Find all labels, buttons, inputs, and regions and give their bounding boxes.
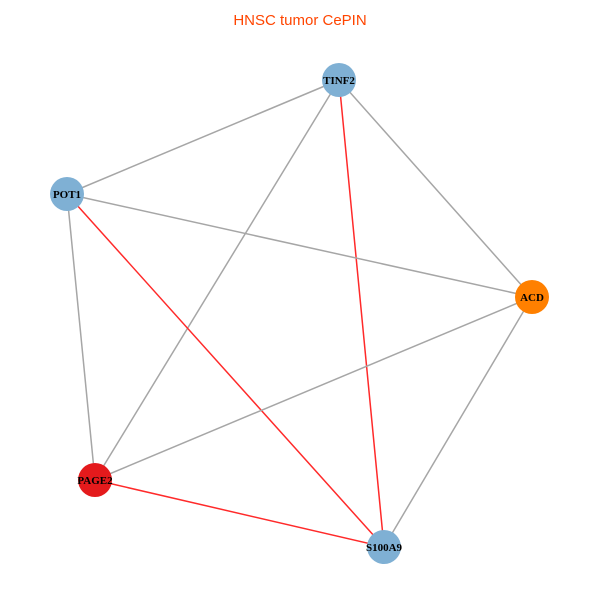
edge-pot1-s100a9 [66, 193, 385, 548]
node-label: ACD [520, 292, 544, 304]
node-circle [50, 177, 84, 211]
node-acd: ACD [515, 280, 549, 314]
node-circle [78, 463, 112, 497]
edge-pot1-page2 [66, 193, 96, 481]
edge-tinf2-pot1 [66, 79, 340, 195]
node-label: PAGE2 [77, 475, 113, 487]
node-circle [367, 530, 401, 564]
node-circle [515, 280, 549, 314]
edge-page2-s100a9 [94, 479, 385, 548]
edge-acd-s100a9 [383, 296, 533, 548]
edge-tinf2-acd [338, 79, 533, 298]
node-label: TINF2 [323, 75, 355, 87]
diagram-title: HNSC tumor CePIN [233, 12, 367, 29]
edge-acd-page2 [94, 296, 533, 481]
node-tinf2: TINF2 [322, 63, 356, 97]
node-label: S100A9 [366, 542, 403, 554]
node-s100a9: S100A9 [366, 530, 403, 564]
edge-tinf2-page2 [94, 79, 340, 481]
node-page2: PAGE2 [77, 463, 113, 497]
edge-tinf2-s100a9 [338, 79, 385, 548]
node-pot1: POT1 [50, 177, 84, 211]
node-label: POT1 [53, 189, 81, 201]
edge-pot1-acd [66, 193, 533, 298]
node-circle [322, 63, 356, 97]
